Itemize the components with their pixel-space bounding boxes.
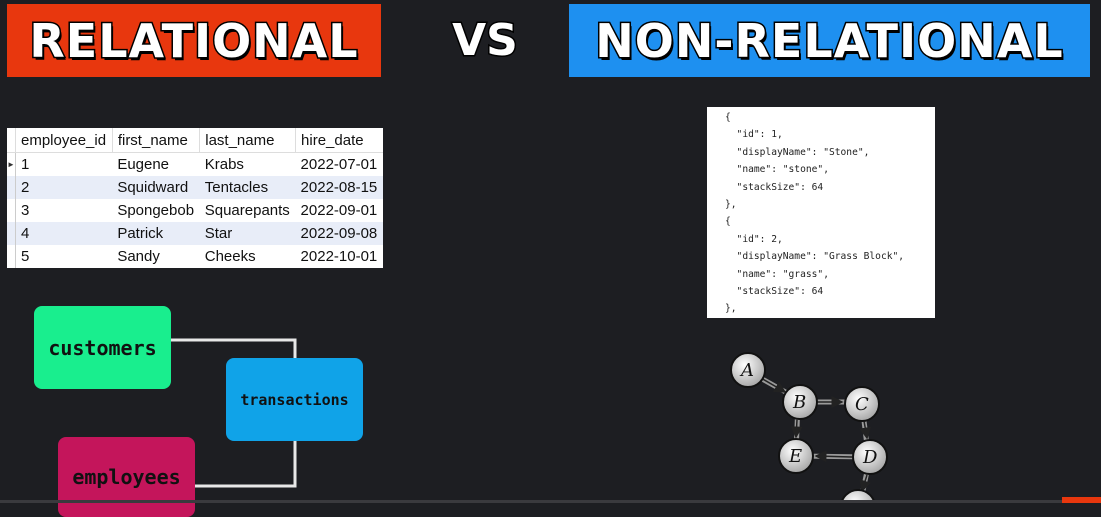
employee-table: employee_id first_name last_name hire_da… <box>7 128 383 268</box>
table-cell: 2022-07-01 <box>300 156 378 173</box>
non-relational-title: NON-RELATIONAL <box>569 4 1090 77</box>
table-cell: 4 <box>15 222 113 245</box>
table-row: 5 Sandy Cheeks 2022-10-01 <box>7 245 383 268</box>
table-cell: 2022-08-15 <box>295 176 383 199</box>
graph-node-label: E <box>788 446 802 467</box>
json-line: "stackSize": 64 <box>725 285 824 297</box>
graph-node <box>778 438 814 474</box>
customers-entity: customers <box>34 306 171 389</box>
json-line: "name": "grass", <box>725 268 829 280</box>
row-selector <box>7 199 16 222</box>
non-relational-title-text: NON-RELATIONAL <box>594 12 1064 69</box>
json-line: "displayName": "Stone", <box>725 146 870 158</box>
employees-entity: employees <box>58 437 195 517</box>
graph-node <box>840 489 876 503</box>
json-line: "id": 1, <box>725 129 783 141</box>
progress-track <box>0 500 1101 503</box>
graph-node <box>782 384 818 420</box>
table-row: 2 Squidward Tentacles 2022-08-15 <box>7 176 383 199</box>
row-selector <box>7 176 16 199</box>
json-line: "id": 2, <box>725 233 783 245</box>
progress-accent <box>1062 497 1101 503</box>
graph-node <box>730 352 766 388</box>
table-cell: Star <box>199 222 296 245</box>
table-cell: 3 <box>21 202 30 219</box>
graph-node-label: D <box>862 447 878 468</box>
connector-line <box>195 441 297 488</box>
connector-line <box>171 338 297 360</box>
json-line: "displayName": "Grass Block", <box>725 251 905 263</box>
table-cell: Patrick <box>112 222 200 245</box>
json-line: }, <box>725 198 737 210</box>
table-cell: Cheeks <box>204 248 256 265</box>
table-cell: 2022-10-01 <box>300 248 378 265</box>
table-row: 3 Spongebob Squarepants 2022-09-01 <box>7 199 383 222</box>
graph-node-label: C <box>855 394 869 415</box>
table-cell: 2022-09-08 <box>295 222 383 245</box>
graph-node <box>844 386 880 422</box>
column-header: last_name <box>199 128 297 153</box>
json-line: { <box>725 112 731 123</box>
graph-database-diagram: A B C E D F <box>730 352 888 503</box>
table-cell: 1 <box>21 156 30 173</box>
table-row: 4 Patrick Star 2022-09-08 <box>7 222 383 245</box>
row-pointer-icon: ► <box>7 152 16 176</box>
table-cell: 2022-09-01 <box>300 202 378 219</box>
relational-title: RELATIONAL <box>7 4 381 77</box>
column-header: employee_id <box>15 128 113 153</box>
graph-node-label: B <box>792 392 806 413</box>
json-line: { <box>725 216 731 228</box>
json-line: }, <box>725 303 737 315</box>
table-cell: Spongebob <box>117 202 195 219</box>
table-row: ► 1 Eugene Krabs 2022-07-01 <box>7 152 383 176</box>
row-selector <box>7 222 16 245</box>
json-line: "name": "stone", <box>725 164 829 176</box>
graph-node-label: A <box>739 360 754 381</box>
table-cell: Eugene <box>117 156 170 173</box>
json-line: "stackSize": 64 <box>725 181 824 193</box>
column-header: first_name <box>112 128 201 153</box>
column-header: hire_date <box>295 128 383 153</box>
relational-title-text: RELATIONAL <box>28 12 359 69</box>
table-cell: 2 <box>15 176 113 199</box>
row-selector-header <box>7 128 16 153</box>
table-cell: Squarepants <box>204 202 290 219</box>
json-document-panel: { "id": 1, "displayName": "Stone", "name… <box>707 107 935 318</box>
table-cell: Krabs <box>204 156 244 173</box>
table-cell: Tentacles <box>199 176 296 199</box>
table-cell: Squidward <box>112 176 200 199</box>
vs-label: VS <box>451 13 520 67</box>
table-cell: 5 <box>21 248 30 265</box>
table-cell: Sandy <box>117 248 160 265</box>
graph-node <box>852 439 888 475</box>
transactions-label: transactions <box>240 390 349 409</box>
employees-label: employees <box>72 465 181 489</box>
row-selector <box>7 245 16 268</box>
customers-label: customers <box>48 335 157 360</box>
transactions-entity: transactions <box>226 358 363 441</box>
